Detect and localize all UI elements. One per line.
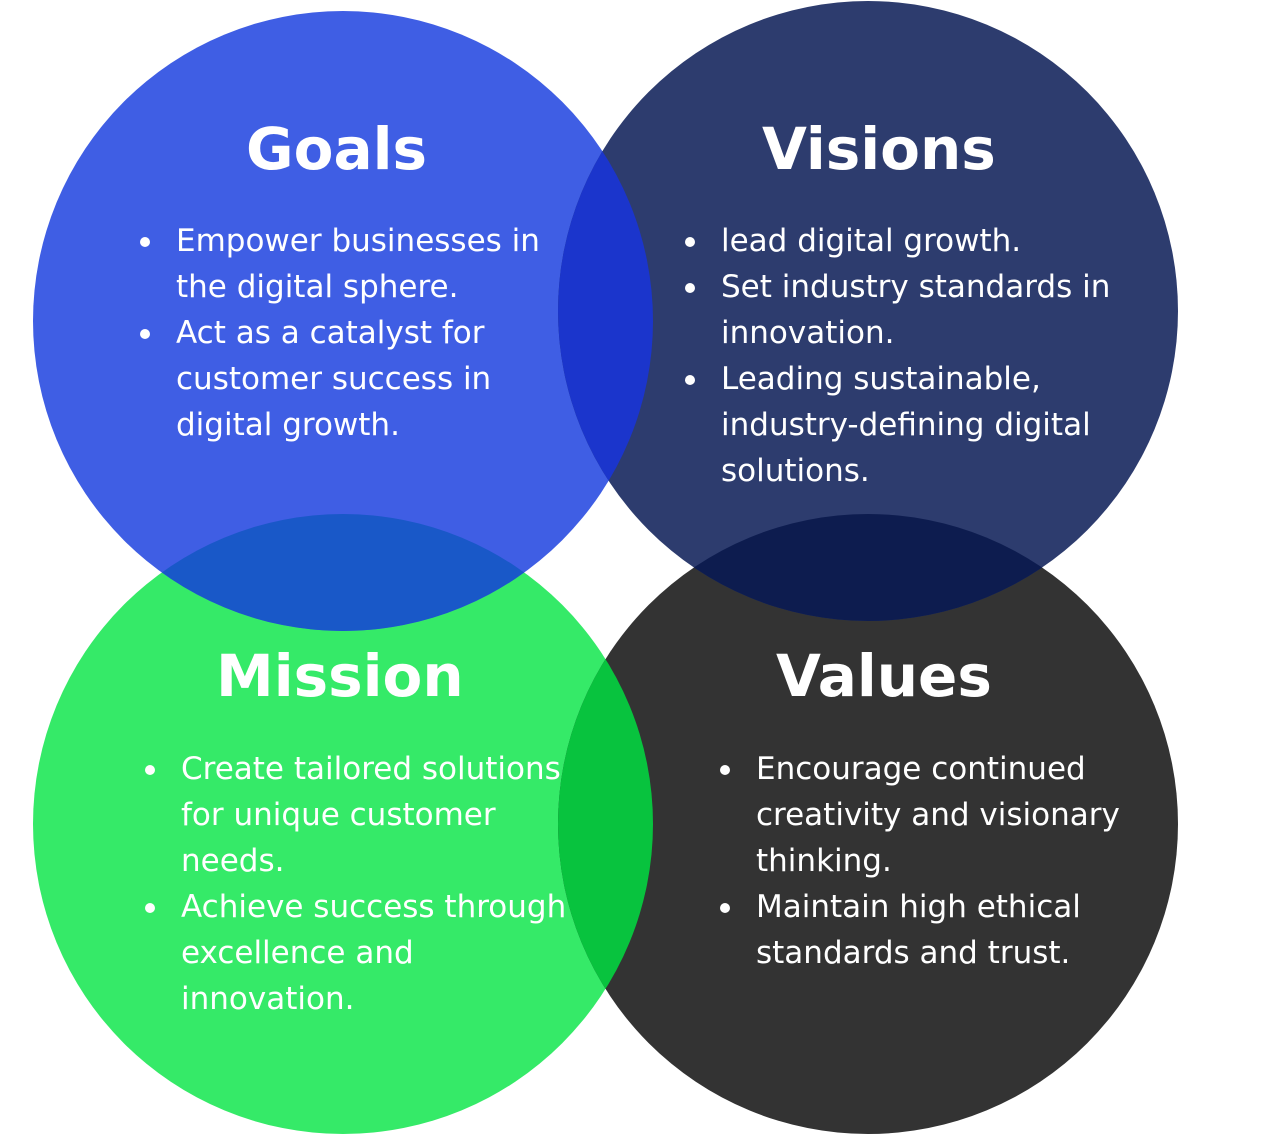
visions-list: lead digital growth. Set industry standa… — [681, 218, 1121, 494]
list-item: Act as a catalyst for customer success i… — [136, 310, 556, 448]
list-item: Achieve success through excellence and i… — [141, 884, 581, 1022]
list-item: Empower businesses in the digital sphere… — [136, 218, 556, 310]
list-item: Leading sustainable, industry-defining d… — [681, 356, 1121, 494]
list-item: Create tailored solutions for unique cus… — [141, 746, 581, 884]
mission-list: Create tailored solutions for unique cus… — [141, 746, 581, 1022]
visions-title: Visions — [762, 115, 996, 183]
values-title: Values — [776, 642, 992, 710]
goals-list: Empower businesses in the digital sphere… — [136, 218, 556, 448]
values-list: Encourage continued creativity and visio… — [716, 746, 1156, 976]
list-item: Maintain high ethical standards and trus… — [716, 884, 1156, 976]
visions-circle — [558, 1, 1178, 621]
values-circle — [558, 514, 1178, 1134]
mission-title: Mission — [216, 642, 464, 710]
goals-circle — [33, 11, 653, 631]
list-item: lead digital growth. — [681, 218, 1121, 264]
mission-circle — [33, 514, 653, 1134]
goals-title: Goals — [246, 115, 427, 183]
list-item: Set industry standards in innovation. — [681, 264, 1121, 356]
list-item: Encourage continued creativity and visio… — [716, 746, 1156, 884]
